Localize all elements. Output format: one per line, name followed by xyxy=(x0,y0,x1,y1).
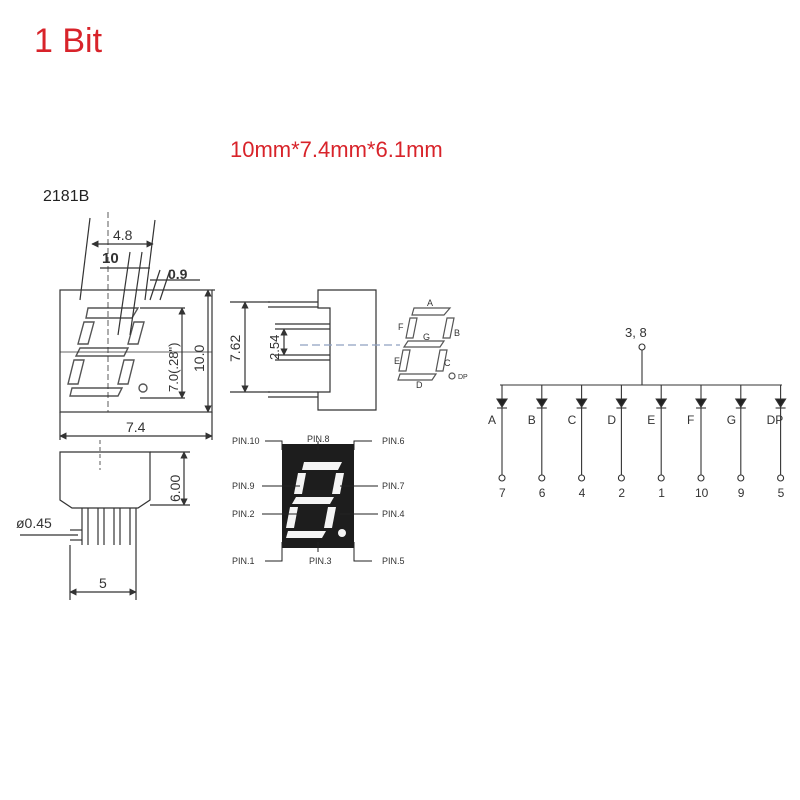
common-pin-label: 3, 8 xyxy=(625,325,647,340)
segment-key-label-d: D xyxy=(416,380,423,390)
diode-symbol-c xyxy=(575,398,588,409)
diode-symbol-a xyxy=(496,398,508,409)
diode-symbol-d xyxy=(615,398,628,409)
dim-digit-height: 7.0(.28") xyxy=(166,343,181,392)
pin-label-5: PIN.5 xyxy=(382,556,405,566)
led-branch-b xyxy=(535,385,548,482)
pin-terminal-5 xyxy=(777,474,785,482)
front-digit-segments xyxy=(67,307,148,397)
page-heading: 1 Bit xyxy=(34,22,103,60)
pin-label-10: PIN.10 xyxy=(232,436,260,446)
pin-terminal-9 xyxy=(737,474,745,482)
diode-symbol-b xyxy=(535,398,548,409)
segment-key-label-a: A xyxy=(427,298,433,308)
segment-key-label-dp: DP xyxy=(458,374,468,381)
dim-body-depth: 6.00 xyxy=(167,475,183,502)
pin-number-6: 6 xyxy=(539,486,546,500)
pin-number-5: 5 xyxy=(778,486,785,500)
led-branch-g xyxy=(734,385,747,482)
model-number: 2181B xyxy=(43,188,90,205)
dimensions-caption: 10mm*7.4mm*6.1mm xyxy=(230,137,443,162)
side-body-outline xyxy=(317,289,377,411)
diode-symbol-f xyxy=(695,398,707,409)
segment-key-label-g: G xyxy=(423,332,430,342)
dim-row-spacing: 7.62 xyxy=(227,335,243,362)
pin-number-9: 9 xyxy=(738,486,745,500)
led-branch-e xyxy=(655,385,668,482)
pin-number-7: 7 xyxy=(499,486,506,500)
diode-symbol-g xyxy=(734,398,747,409)
segment-label-a: A xyxy=(488,413,496,427)
pin-number-1: 1 xyxy=(658,486,665,500)
pin-number-10: 10 xyxy=(695,486,709,500)
dim-segment-width: 10 xyxy=(102,250,119,267)
dim-body-height: 10.0 xyxy=(191,345,207,372)
pin-label-4: PIN.4 xyxy=(382,509,405,519)
diode-symbol-e xyxy=(655,398,668,409)
pin-terminal-6 xyxy=(538,474,546,482)
led-branch-d xyxy=(615,385,628,482)
common-terminal xyxy=(500,343,782,386)
pin-label-8: PIN.8 xyxy=(307,434,330,444)
pin-terminal-2 xyxy=(617,474,625,482)
circuit-branches: A 7 B 6 C 4 D 2 E 1 F 10 G 9 DP 5 xyxy=(488,385,787,500)
dim-top-width: 4.8 xyxy=(113,227,133,243)
segment-label-dp: DP xyxy=(767,413,784,427)
side-view xyxy=(230,289,400,411)
pin-terminal-1 xyxy=(657,474,665,482)
diode-symbol-dp xyxy=(774,398,787,409)
pin-label-2: PIN.2 xyxy=(232,509,255,519)
bottom-view xyxy=(20,440,190,600)
led-branch-a xyxy=(496,385,508,482)
led-branch-f xyxy=(695,385,707,482)
segment-label-c: C xyxy=(568,413,577,427)
dim-pin-spacing: 2.54 xyxy=(267,335,282,360)
pinout-diagram: PIN.10 PIN.8 PIN.6 PIN.9 PIN.2 PIN.7 PIN… xyxy=(232,434,405,566)
led-branch-dp xyxy=(774,385,787,482)
dim-body-width: 7.4 xyxy=(126,419,146,435)
segment-label-b: B xyxy=(528,413,536,427)
pin-label-9: PIN.9 xyxy=(232,481,255,491)
segment-key-label-c: C xyxy=(444,358,451,368)
pin-label-6: PIN.6 xyxy=(382,436,405,446)
segment-label-g: G xyxy=(727,413,736,427)
segment-label-f: F xyxy=(687,413,694,427)
photo-digit-segments xyxy=(286,462,346,538)
pin-label-7: PIN.7 xyxy=(382,481,405,491)
segment-key-label-b: B xyxy=(454,328,460,338)
bottom-body-outline xyxy=(59,451,151,509)
pin-label-3: PIN.3 xyxy=(309,556,332,566)
dim-pin-diameter: ø0.45 xyxy=(16,515,52,531)
pin-label-1: PIN.1 xyxy=(232,556,255,566)
dim-pin-pitch-span: 5 xyxy=(99,575,107,591)
segment-label-e: E xyxy=(647,413,655,427)
pin-terminal-10 xyxy=(697,474,705,482)
pin-terminal-4 xyxy=(578,474,586,482)
dim-dp-size: 0.9 xyxy=(168,266,188,282)
segment-key xyxy=(397,307,456,381)
led-branch-c xyxy=(575,385,588,482)
segment-key-label-f: F xyxy=(398,322,404,332)
pin-terminal-7 xyxy=(498,474,506,482)
segment-key-label-e: E xyxy=(394,356,400,366)
pin-number-2: 2 xyxy=(618,486,625,500)
pin-number-4: 4 xyxy=(579,486,586,500)
front-view xyxy=(59,212,215,440)
segment-label-d: D xyxy=(607,413,616,427)
